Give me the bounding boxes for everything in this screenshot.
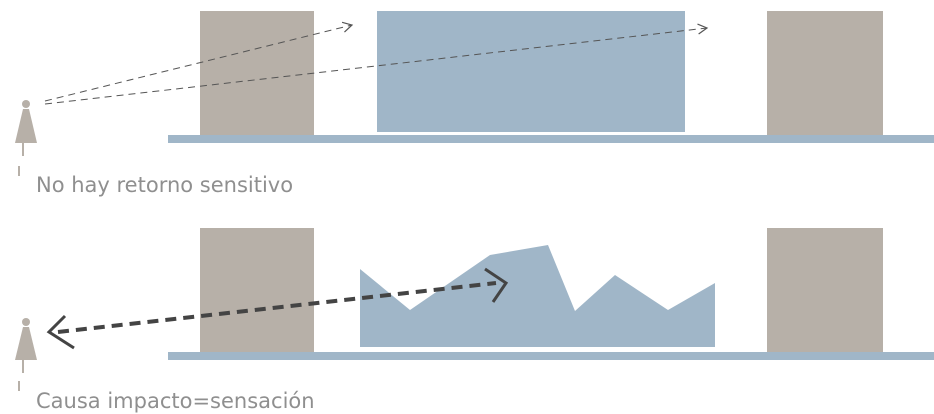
sight-line-lower [44, 23, 709, 105]
impact-arrowhead-right [484, 267, 509, 303]
building-right-top [767, 11, 883, 135]
impact-arrowhead-left [46, 314, 75, 350]
jagged-building-shape [360, 245, 715, 347]
top-panel: No hay retorno sensitivo [15, 11, 934, 197]
caption-bottom: Causa impacto=sensación [36, 389, 315, 413]
sight-line-upper [44, 21, 354, 102]
person-icon-top [15, 100, 37, 176]
impact-line [57, 281, 497, 334]
building-left-top [200, 11, 314, 135]
building-left-bottom [200, 228, 314, 352]
ground-line-bottom [168, 352, 934, 360]
bottom-panel: Causa impacto=sensación [15, 228, 934, 413]
building-right-bottom [767, 228, 883, 352]
person-icon-bottom [15, 318, 37, 391]
caption-top: No hay retorno sensitivo [36, 173, 293, 197]
building-middle-top [377, 11, 685, 132]
ground-line-top [168, 135, 934, 143]
